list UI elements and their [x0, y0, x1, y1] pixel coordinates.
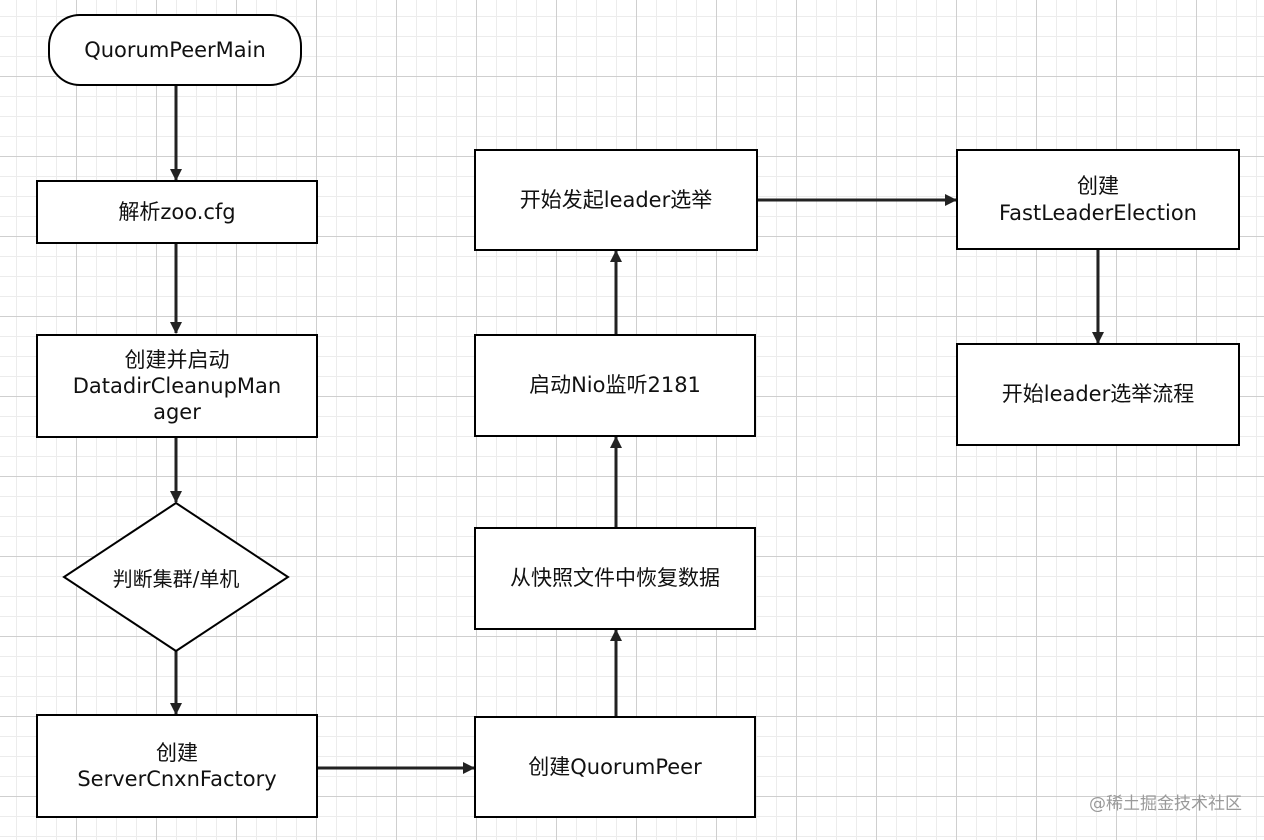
- node-start-nio-listener: 启动Nio监听2181: [474, 334, 756, 437]
- node-create-quorum-peer: 创建QuorumPeer: [474, 716, 756, 818]
- decision-cluster-standalone: 判断集群/单机: [112, 566, 240, 591]
- node-parse-config: 解析zoo.cfg: [36, 180, 318, 244]
- node-create-cleanup-manager: 创建并启动 DatadirCleanupMan ager: [36, 334, 318, 438]
- decision-diamond: [62, 501, 290, 653]
- node-start-leader-election: 开始发起leader选举: [474, 149, 758, 251]
- node-create-fast-leader-election: 创建 FastLeaderElection: [956, 149, 1240, 250]
- node-create-server-cnxn-factory: 创建 ServerCnxnFactory: [36, 714, 318, 818]
- node-quorum-peer-main: QuorumPeerMain: [48, 14, 302, 86]
- node-restore-from-snapshot: 从快照文件中恢复数据: [474, 527, 756, 630]
- watermark: @稀土掘金技术社区: [1089, 794, 1242, 814]
- node-leader-election-flow: 开始leader选举流程: [956, 343, 1240, 446]
